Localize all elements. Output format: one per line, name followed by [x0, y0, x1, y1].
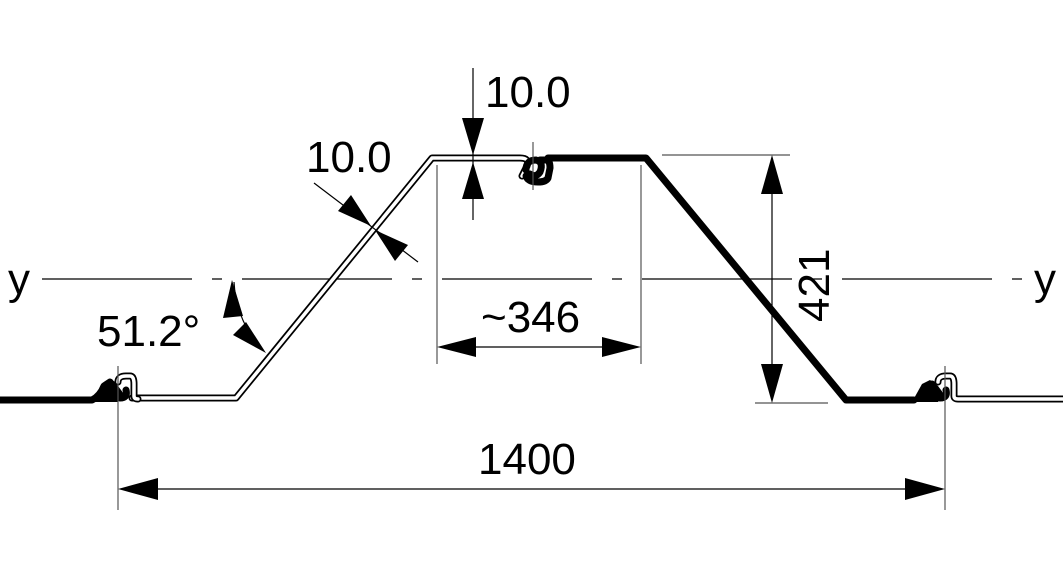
right-hollow-segment: [934, 372, 1063, 403]
left-solid-segment: [0, 378, 130, 404]
dimension-label-flange-thickness: 10.0: [485, 68, 571, 117]
dimension-flange-thickness: [462, 68, 484, 220]
dimension-label-angle: 51.2°: [97, 307, 200, 356]
dimension-label-421: 421: [790, 249, 839, 322]
dimension-height: [662, 154, 828, 404]
axis-label-right: y: [1034, 255, 1056, 304]
top-interlock: [522, 156, 554, 186]
dimension-web-thickness: [313, 182, 419, 263]
dimension-web-angle: [223, 280, 266, 353]
interlock-centerlines: [117, 142, 946, 510]
axis-label-left: y: [8, 255, 30, 304]
dimension-flange-width: [436, 165, 642, 364]
dimension-system-width: [118, 478, 945, 500]
dimension-label-web-thickness: 10.0: [306, 133, 392, 182]
dimension-label-1400: 1400: [478, 435, 576, 484]
dimension-label-346: ~346: [481, 293, 580, 342]
right-pile-profile: [544, 154, 950, 404]
